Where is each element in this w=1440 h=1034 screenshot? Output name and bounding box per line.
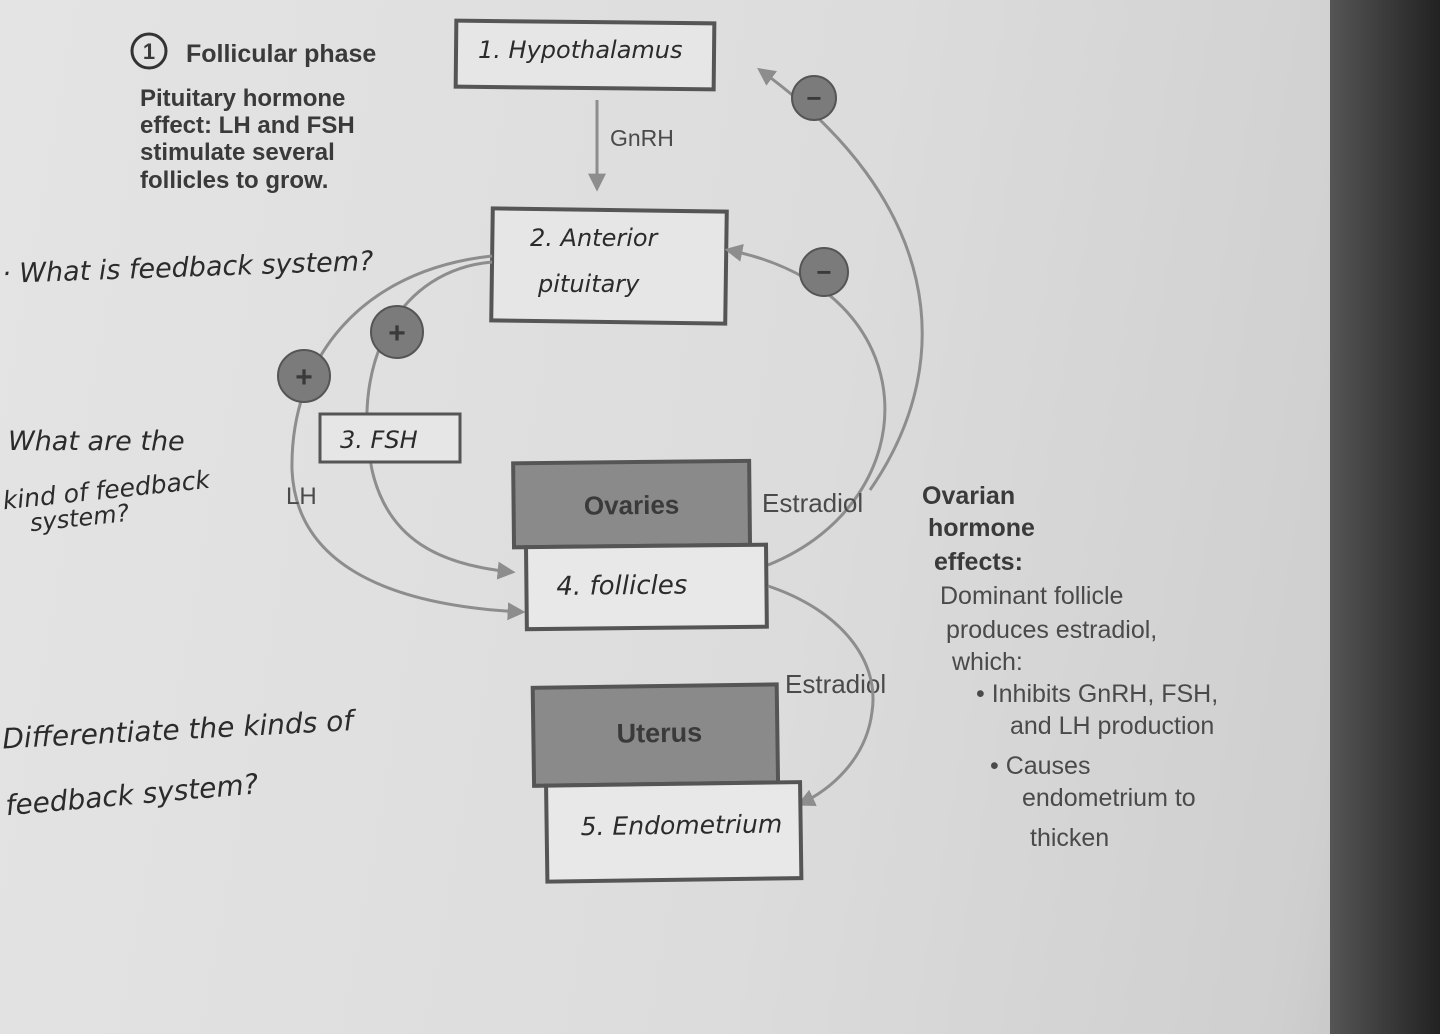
plus-sign-lh-text: + xyxy=(295,361,313,394)
follicles-label: 4. follicles xyxy=(556,571,687,602)
ovarian-effects-bullet2-line1: • Causes xyxy=(990,752,1090,780)
minus-sign-hypothalamus-text: − xyxy=(806,83,821,113)
ovarian-effects-line1: Ovarian xyxy=(922,482,1015,510)
minus-sign-hypothalamus: − xyxy=(791,75,837,121)
pituitary-effect-text: Pituitary hormone effect: LH and FSH sti… xyxy=(140,85,355,194)
handwritten-notes: · What is feedback system? What are the … xyxy=(1,246,374,822)
phase-number-circle xyxy=(130,32,168,70)
anterior-label-line1: 2. Anterior xyxy=(530,224,660,252)
ovarian-effects-line3: effects: xyxy=(934,548,1023,576)
plus-sign-fsh-text: + xyxy=(388,317,406,350)
ovarian-effects-bullet2-line3: thicken xyxy=(1030,824,1109,852)
pituitary-effect-line4: follicles to grow. xyxy=(140,167,328,194)
ovaries-label: Ovaries xyxy=(584,490,680,521)
question-kinds-line1: What are the xyxy=(8,426,185,457)
pituitary-effect-line2: effect: LH and FSH xyxy=(140,112,355,139)
estradiol-to-hypothalamus-arrow xyxy=(757,67,924,491)
gnrh-label: GnRH xyxy=(610,125,674,151)
question-feedback-system: · What is feedback system? xyxy=(2,246,374,290)
minus-sign-pituitary-text: − xyxy=(816,257,831,287)
anterior-label-line2: pituitary xyxy=(537,270,640,298)
fsh-label: 3. FSH xyxy=(340,426,418,454)
follicles-box xyxy=(523,542,769,632)
hypothalamus-label: 1. Hypothalamus xyxy=(478,36,683,64)
plus-sign-lh: + xyxy=(277,349,331,403)
lh-label: LH xyxy=(286,483,317,510)
ovarian-effects-line5: produces estradiol, xyxy=(946,616,1157,644)
ovarian-effects-line6: which: xyxy=(951,648,1023,676)
endometrium-box xyxy=(544,780,804,884)
phase-heading: 1 Follicular phase xyxy=(130,32,376,70)
estradiol-to-endometrium-arrow xyxy=(767,584,875,807)
pituitary-effect-line3: stimulate several xyxy=(140,139,335,166)
ovarian-effects-bullet2-line2: endometrium to xyxy=(1022,784,1196,812)
phase-title: Follicular phase xyxy=(186,40,376,68)
uterus-label: Uterus xyxy=(616,717,702,748)
endometrium-label: 5. Endometrium xyxy=(580,809,782,841)
fsh-box: 3. FSH xyxy=(318,412,462,464)
ovarian-effects-bullet1-line2: and LH production xyxy=(1010,712,1214,740)
minus-sign-pituitary: − xyxy=(799,247,849,297)
question-differentiate-line1: Differentiate the kinds of xyxy=(2,704,359,756)
ovarian-effects-line4: Dominant follicle xyxy=(940,582,1123,610)
anterior-pituitary-box: 2. Anterior pituitary xyxy=(489,206,729,326)
background-shadow xyxy=(1330,0,1440,1034)
uterus-box: Uterus 5. Endometrium xyxy=(530,682,804,884)
question-differentiate-line2: feedback system? xyxy=(4,767,260,822)
ovarian-effects-text: Ovarian hormone effects: Dominant follic… xyxy=(922,482,1218,852)
ovaries-box: Ovaries 4. follicles xyxy=(511,458,769,632)
ovarian-effects-bullet1-line1: • Inhibits GnRH, FSH, xyxy=(976,680,1218,708)
plus-sign-fsh: + xyxy=(370,305,424,359)
ovarian-effects-line2: hormone xyxy=(928,514,1035,542)
lh-arrow xyxy=(290,254,526,621)
estradiol-label-top: Estradiol xyxy=(762,488,863,518)
hypothalamus-box: 1. Hypothalamus xyxy=(453,18,717,92)
phase-number: 1 xyxy=(143,39,155,64)
pituitary-effect-line1: Pituitary hormone xyxy=(140,85,345,112)
